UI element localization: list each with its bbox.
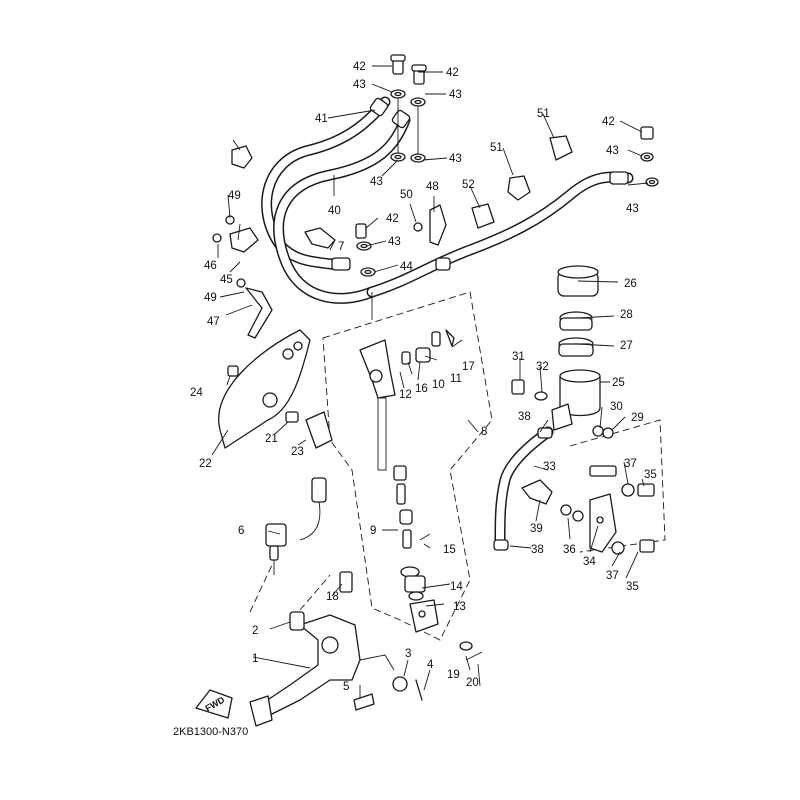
callout-37b: 37	[606, 570, 619, 582]
callout-16: 16	[415, 383, 428, 395]
fwd-arrow: FWD	[195, 689, 233, 719]
callout-31: 31	[512, 351, 525, 363]
callout-2: 2	[252, 625, 258, 637]
callout-42c: 42	[602, 116, 615, 128]
callout-50: 51	[490, 142, 503, 154]
callout-35b: 35	[626, 581, 639, 593]
reservoir-hose-33	[493, 426, 554, 551]
brake-hose-40-41	[261, 96, 411, 304]
callout-17: 17	[462, 361, 475, 373]
callout-35a: 35	[644, 469, 657, 481]
hose-fittings	[331, 97, 629, 320]
leader-lines	[211, 65, 649, 698]
callout-1: 1	[252, 653, 258, 665]
callout-9: 9	[370, 525, 376, 537]
callout-41: 41	[315, 113, 328, 125]
callout-43a: 43	[353, 79, 366, 91]
callout-12: 12	[399, 389, 412, 401]
callout-21: 21	[265, 433, 278, 445]
callout-15: 15	[443, 544, 456, 556]
callout-32: 32	[536, 361, 549, 373]
callout-8: 8	[481, 426, 487, 438]
callout-23: 23	[291, 446, 304, 458]
diagram-code: 2KB1300-N370	[173, 726, 248, 738]
callout-45: 46	[204, 260, 217, 272]
callout-labels: 1 2 3 4 5 6 7 8 9 10 11 12 13 14 15 16 1…	[190, 61, 657, 693]
callout-11: 11	[450, 373, 462, 385]
callout-51b: 52	[462, 179, 475, 191]
callout-18: 18	[326, 591, 339, 603]
callout-47: 48	[426, 181, 439, 193]
callout-43h: 44	[400, 261, 413, 273]
callout-20: 20	[466, 677, 479, 689]
callout-29: 29	[631, 412, 644, 424]
callout-49a: 49	[228, 190, 241, 202]
callout-14: 14	[450, 581, 463, 593]
heel-guard-22	[218, 329, 333, 449]
callout-39: 39	[530, 523, 543, 535]
reservoir-bracket	[560, 465, 655, 555]
callout-42b: 42	[446, 67, 459, 79]
callout-40: 40	[328, 205, 341, 217]
callout-42a: 42	[353, 61, 366, 73]
callout-43d: 43	[370, 176, 383, 188]
callout-27: 27	[620, 340, 633, 352]
callout-26: 26	[624, 278, 637, 290]
callout-6: 6	[238, 525, 244, 537]
callout-30: 30	[610, 401, 623, 413]
callout-7: 7	[338, 241, 344, 253]
callout-49b: 50	[400, 189, 413, 201]
callout-5: 5	[343, 681, 349, 693]
callout-10: 10	[432, 379, 445, 391]
callout-43f: 43	[626, 203, 639, 215]
callout-22: 22	[199, 458, 212, 470]
callout-34: 34	[583, 556, 596, 568]
callout-25: 25	[612, 377, 625, 389]
callout-24: 24	[190, 387, 203, 399]
callout-33: 33	[543, 461, 556, 473]
callout-43e: 43	[606, 145, 619, 157]
callout-3: 3	[405, 648, 411, 660]
callout-13: 13	[453, 601, 466, 613]
callout-51a: 51	[537, 108, 550, 120]
union-bolts-42	[355, 54, 654, 239]
hose-clamps	[212, 135, 573, 339]
callout-46: 47	[207, 316, 220, 328]
callout-44: 45	[220, 274, 233, 286]
master-cylinder-assembly	[359, 329, 455, 633]
callout-48: 49	[204, 292, 217, 304]
brake-hose-rear	[366, 171, 634, 298]
callout-43g: 43	[388, 236, 401, 248]
callout-43c: 43	[449, 153, 462, 165]
callout-38b: 38	[531, 544, 544, 556]
callout-19: 19	[447, 669, 460, 681]
brake-light-switch-6	[265, 477, 327, 575]
callout-37a: 37	[624, 458, 637, 470]
callout-4: 4	[427, 659, 434, 671]
callout-43b: 43	[449, 89, 462, 101]
callout-42d: 42	[386, 213, 399, 225]
reservoir-assembly	[511, 265, 614, 439]
callout-36: 36	[563, 544, 576, 556]
callout-28: 28	[620, 309, 633, 321]
callout-38a: 38	[518, 411, 531, 423]
brake-pedal-1	[249, 571, 483, 727]
